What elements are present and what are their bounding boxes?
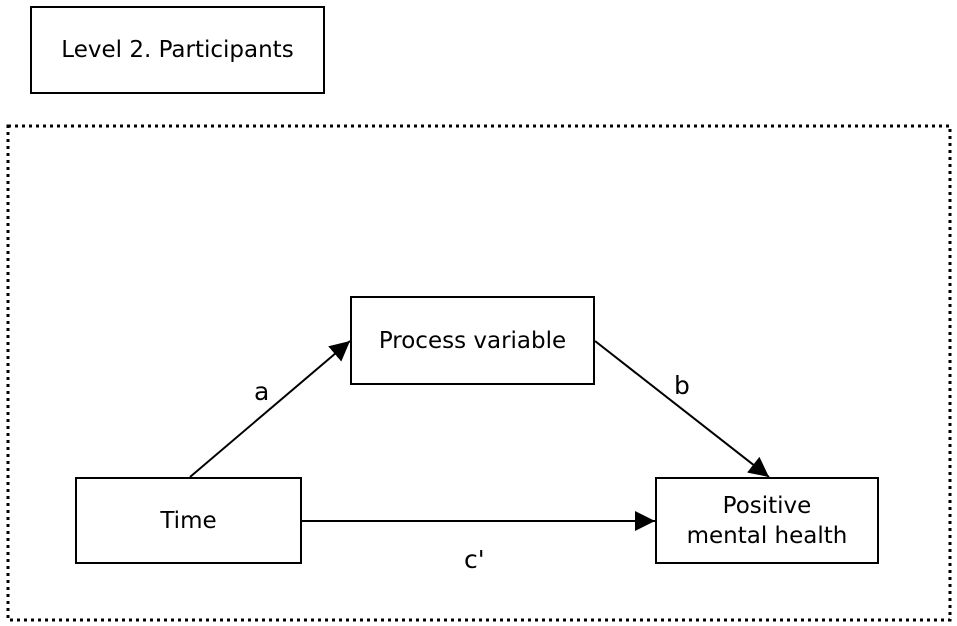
level-2-participants-box: Level 2. Participants [30,6,325,94]
path-a-arrow [189,340,351,478]
path-b-label: b [674,371,690,400]
participants-level-dotted-frame [6,124,952,622]
positive-mental-health-node: Positive mental health [655,477,879,564]
path-a-label: a [254,377,270,406]
process-variable-label: Process variable [378,327,567,354]
process-variable-node: Process variable [350,296,595,385]
level-label: Level 2. Participants [61,37,294,63]
path-b-arrow [594,340,770,478]
time-node: Time [75,477,302,564]
path-c-prime-label: c' [464,545,485,574]
time-label: Time [160,507,217,534]
positive-mental-health-label: Positive mental health [686,492,848,549]
